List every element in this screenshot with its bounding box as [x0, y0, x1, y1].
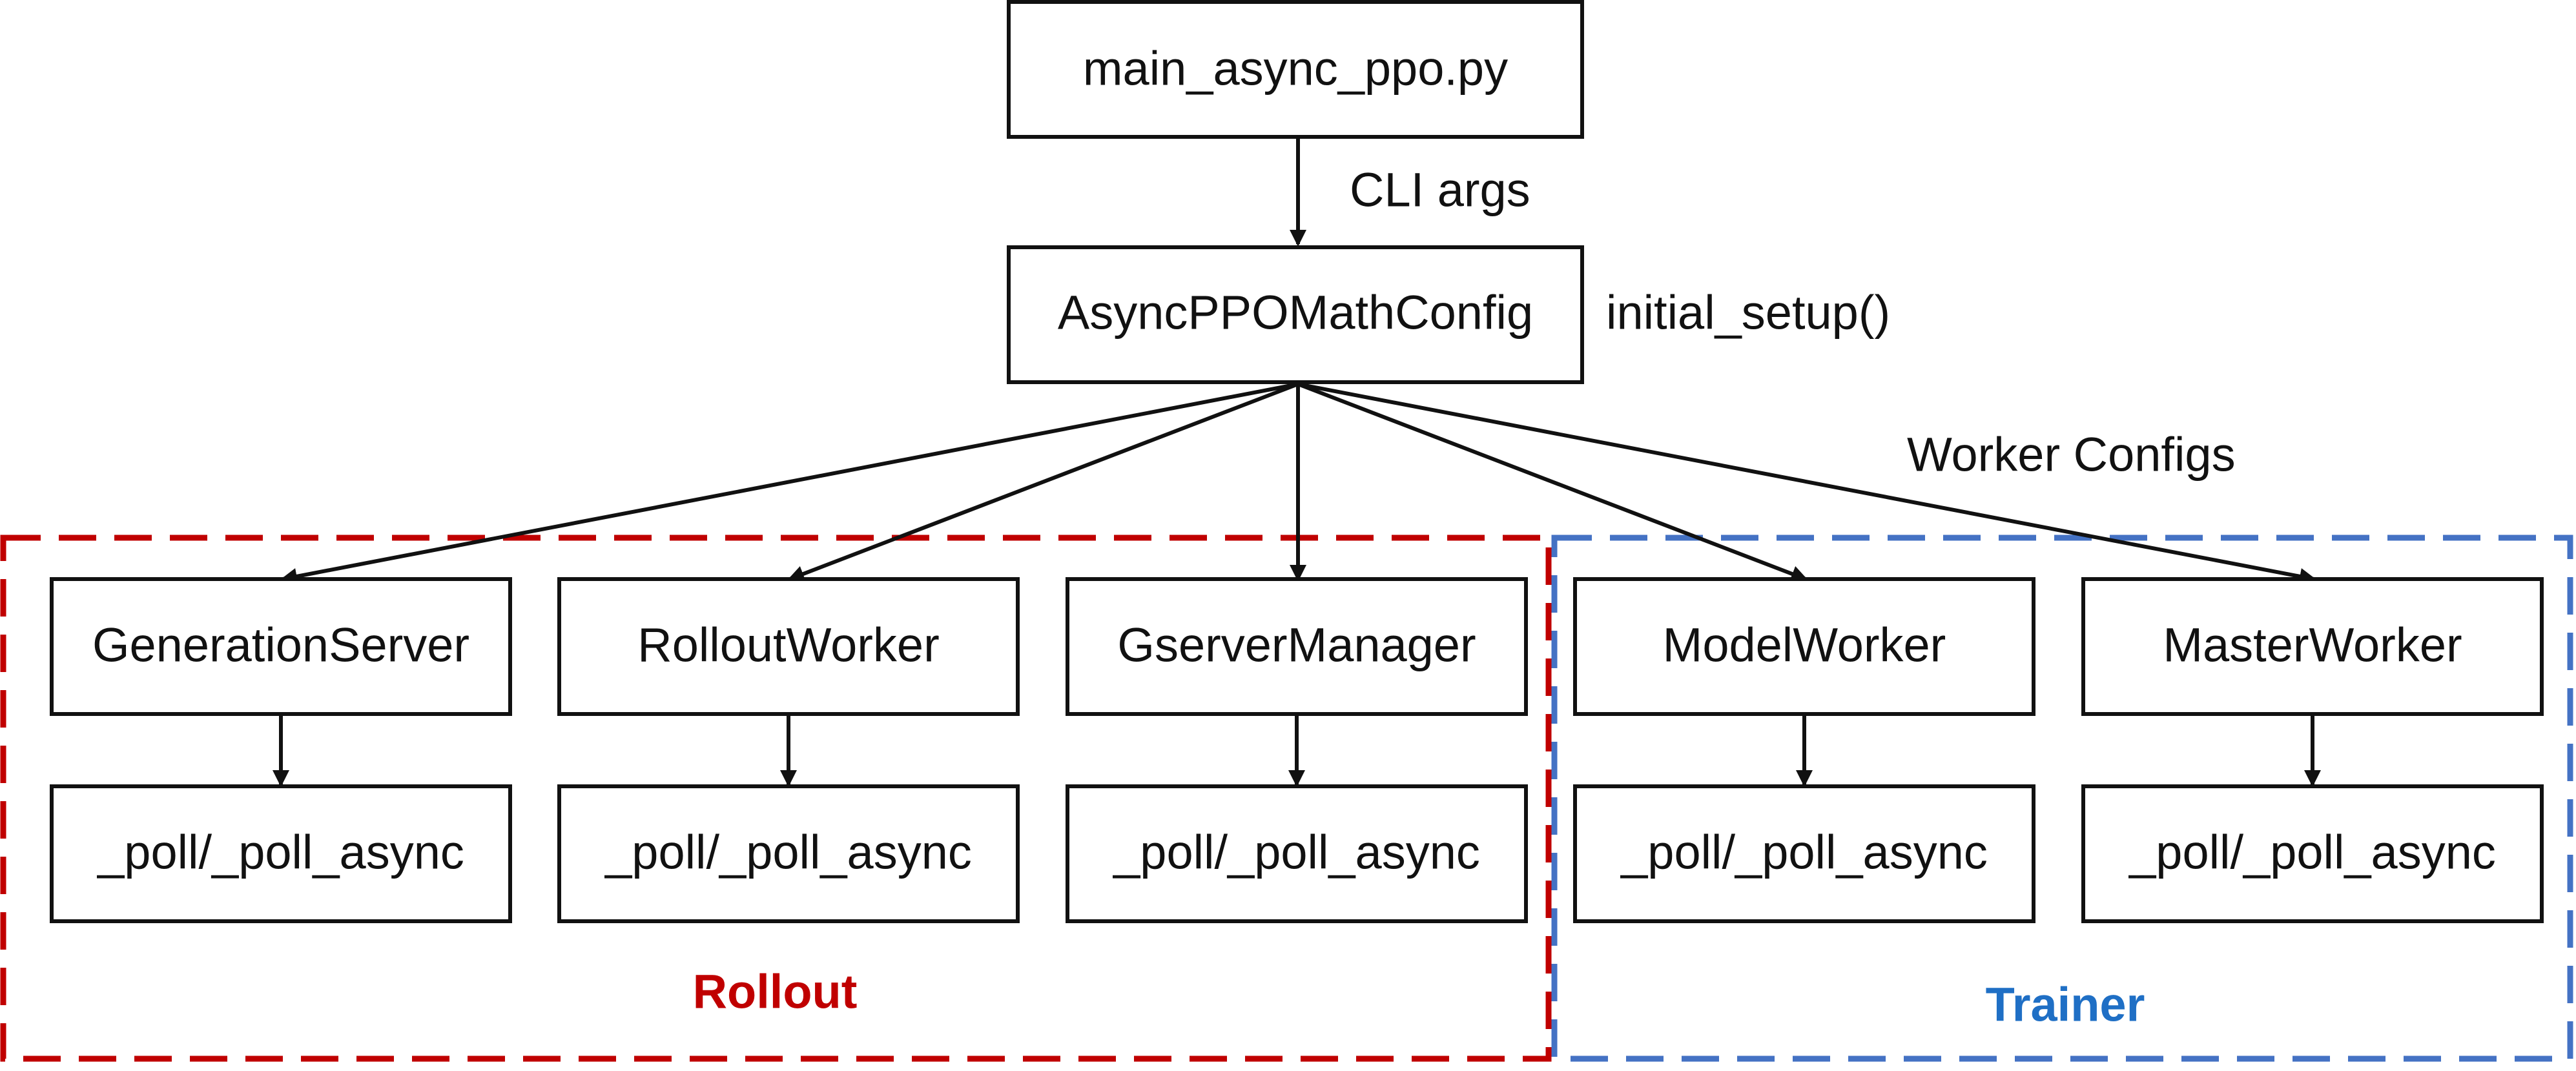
poll-label: _poll/_poll_async	[604, 826, 972, 879]
worker-label: MasterWorker	[2163, 618, 2462, 672]
rollout-group-box	[0, 535, 1552, 1062]
config-node-label: AsyncPPOMathConfig	[1058, 286, 1533, 340]
edge-config-to-masterworker	[1297, 382, 2316, 585]
poll-edges	[273, 715, 2321, 787]
poll-node-rolloutworker: _poll/_poll_async	[557, 784, 1020, 923]
entry-node-label: main_async_ppo.py	[1083, 42, 1508, 96]
trainer-group-box	[1551, 535, 2573, 1062]
worker-node-modelworker: ModelWorker	[1573, 577, 2035, 716]
entry-node: main_async_ppo.py	[1007, 0, 1584, 139]
poll-label: _poll/_poll_async	[1620, 826, 1988, 879]
worker-label: ModelWorker	[1663, 618, 1946, 672]
fanout-edges	[280, 382, 2316, 585]
worker-label: RolloutWorker	[637, 618, 939, 672]
poll-node-modelworker: _poll/_poll_async	[1573, 784, 2035, 923]
rollout-group-label: Rollout	[693, 965, 858, 1019]
poll-label: _poll/_poll_async	[96, 826, 464, 879]
trainer-group-label: Trainer	[1986, 978, 2145, 1032]
worker-node-generationserver: GenerationServer	[50, 577, 512, 716]
worker-label: GenerationServer	[92, 618, 469, 672]
poll-label: _poll/_poll_async	[2128, 826, 2496, 879]
worker-configs-label: Worker Configs	[1907, 428, 2236, 482]
worker-label: GserverManager	[1117, 618, 1476, 672]
cli-args-label: CLI args	[1350, 163, 1530, 217]
poll-node-masterworker: _poll/_poll_async	[2081, 784, 2544, 923]
edge-config-to-modelworker	[1297, 382, 1808, 582]
worker-node-gservermanager: GserverManager	[1066, 577, 1528, 716]
edge-config-to-generationserver	[280, 382, 1299, 585]
poll-label: _poll/_poll_async	[1112, 826, 1480, 879]
config-node: AsyncPPOMathConfig	[1007, 245, 1584, 384]
worker-node-rolloutworker: RolloutWorker	[557, 577, 1020, 716]
poll-node-generationserver: _poll/_poll_async	[50, 784, 512, 923]
poll-node-gservermanager: _poll/_poll_async	[1066, 784, 1528, 923]
initial-setup-label: initial_setup()	[1606, 286, 1890, 340]
edge-config-to-rolloutworker	[787, 382, 1299, 582]
worker-node-masterworker: MasterWorker	[2081, 577, 2544, 716]
